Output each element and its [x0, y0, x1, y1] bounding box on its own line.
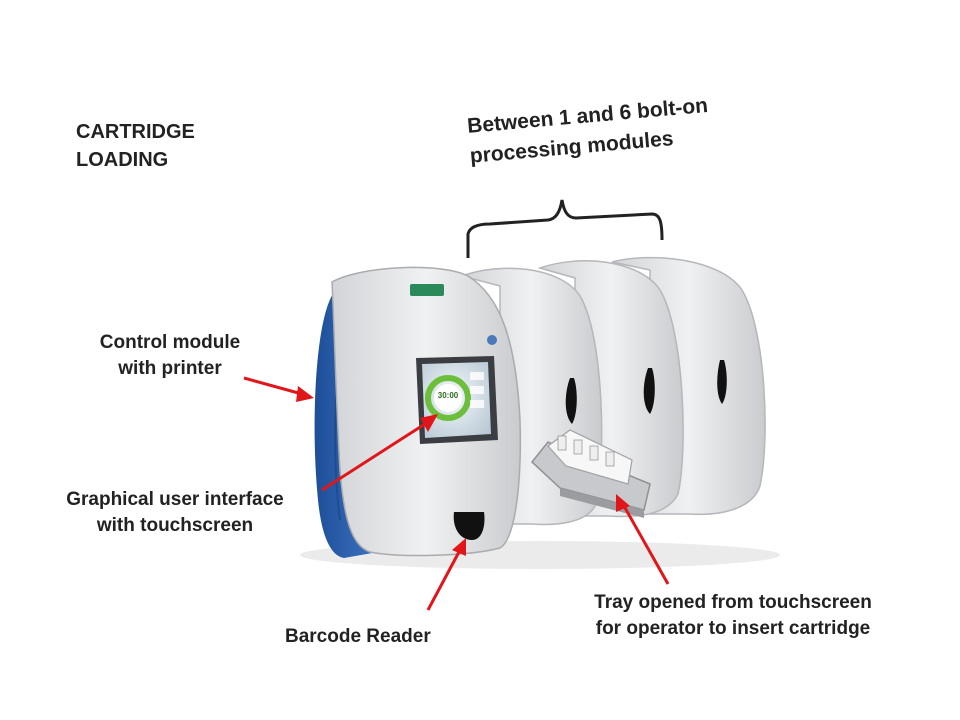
barcode-callout: Barcode Reader [285, 624, 431, 650]
timer-ring [425, 375, 471, 421]
arrow-tray [616, 494, 670, 585]
title-line: CARTRIDGE [76, 121, 195, 143]
arrow-control-module [243, 376, 314, 402]
barcode-reader-slot [453, 512, 485, 540]
callout-line: Tray opened from touchscreen [594, 592, 872, 613]
modules-brace [466, 199, 664, 258]
callout-line: with printer [118, 358, 222, 379]
callout-line: Control module [99, 332, 241, 353]
tray-callout: Tray opened from touchscreen for operato… [548, 590, 918, 642]
cartridge [547, 429, 633, 485]
arrow-barcode-reader [426, 538, 466, 611]
touchscreen [416, 356, 498, 444]
callout-line: Barcode Reader [285, 626, 431, 647]
cartridge-tray [530, 429, 651, 518]
screen-timer: 30:00 [437, 391, 459, 400]
gui-callout: Graphical user interface with touchscree… [30, 487, 320, 539]
printer-indicator [410, 284, 444, 296]
logo-dot [487, 335, 497, 345]
callout-line: for operator to insert cartridge [595, 618, 871, 639]
callout-line: with touchscreen [96, 515, 254, 536]
control-module [314, 266, 522, 558]
control-module-callout: Control module with printer [60, 330, 280, 382]
title-line: LOADING [76, 149, 169, 171]
diagram-title: CARTRIDGE LOADING [76, 118, 195, 174]
arrow-touchscreen [321, 414, 438, 492]
callout-line: Graphical user interface [66, 489, 284, 510]
